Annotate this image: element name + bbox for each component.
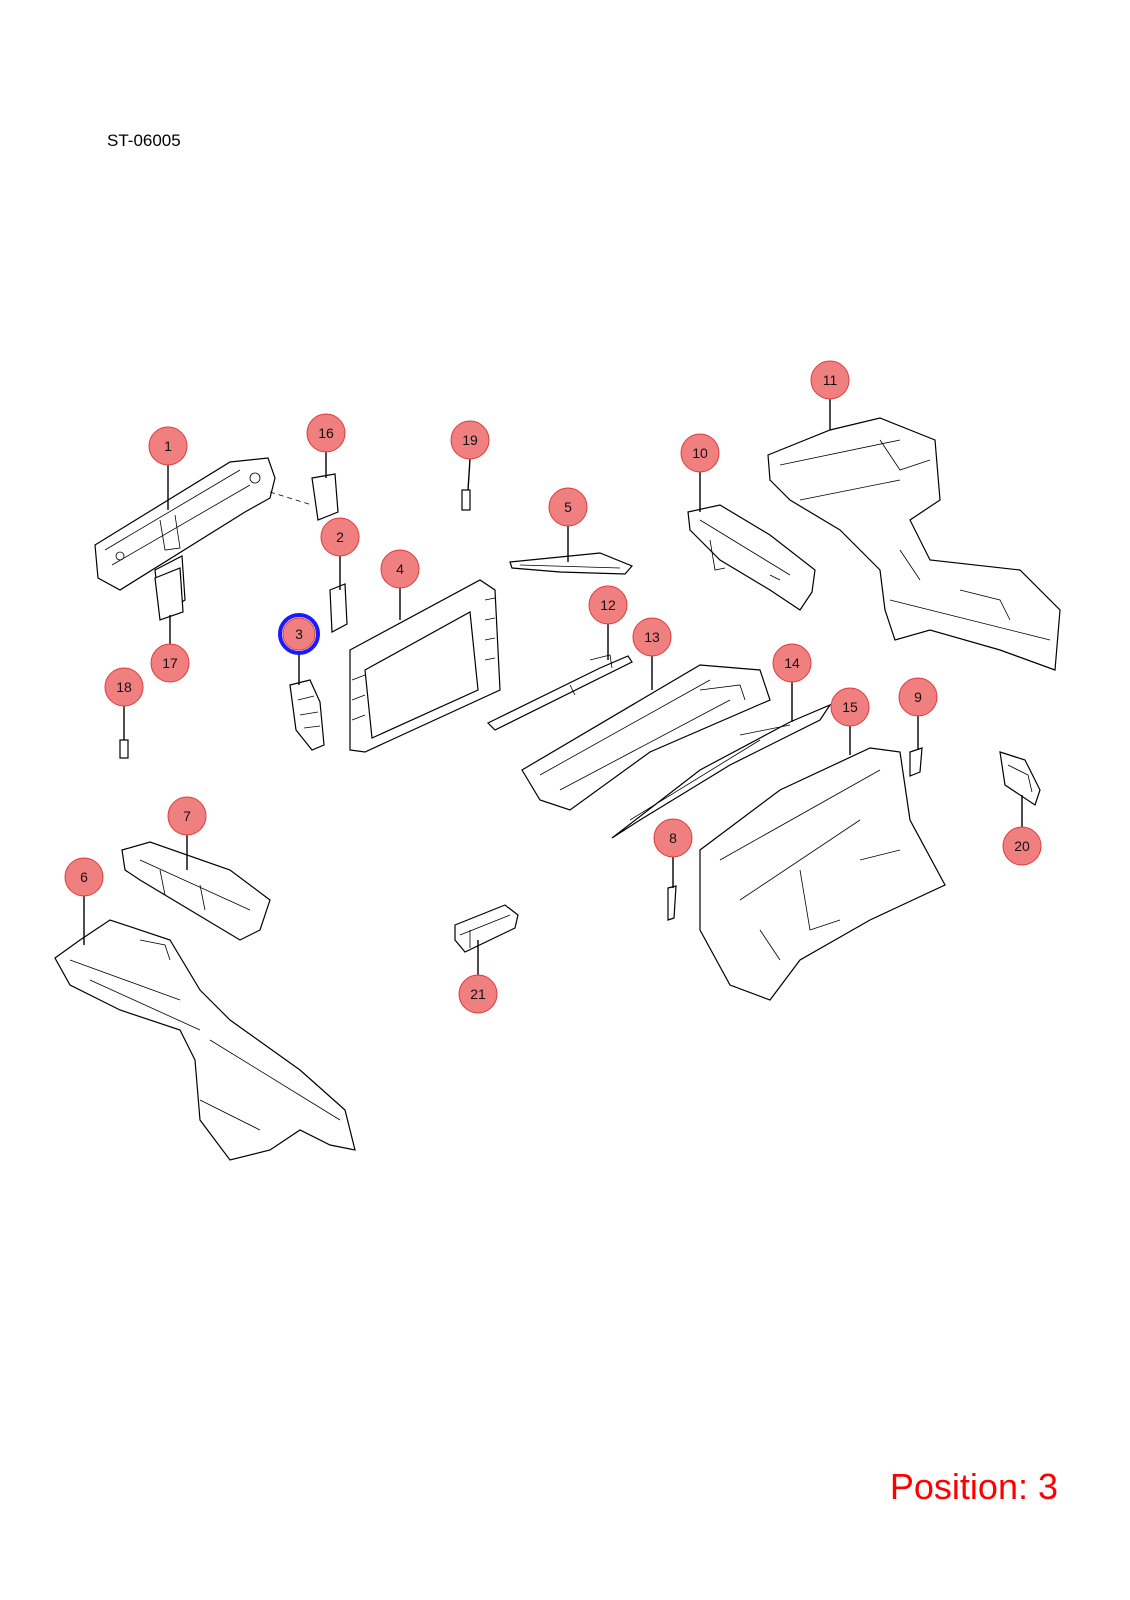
svg-text:19: 19 bbox=[462, 432, 478, 448]
part-8-clip[interactable] bbox=[667, 885, 677, 921]
part-3-side-support[interactable] bbox=[289, 679, 325, 751]
svg-text:21: 21 bbox=[470, 986, 486, 1002]
callout-21[interactable]: 21 bbox=[458, 940, 498, 1014]
callout-13[interactable]: 13 bbox=[632, 617, 672, 690]
part-15-dash-panel[interactable] bbox=[699, 747, 946, 1001]
callout-3[interactable]: 3 bbox=[278, 613, 320, 685]
svg-text:16: 16 bbox=[318, 425, 334, 441]
part-14-cowl-top[interactable] bbox=[611, 703, 832, 839]
callout-12[interactable]: 12 bbox=[588, 585, 628, 660]
svg-text:10: 10 bbox=[692, 445, 708, 461]
callout-20[interactable]: 20 bbox=[1002, 795, 1042, 866]
part-7-inner-rail[interactable] bbox=[121, 841, 271, 941]
callout-6[interactable]: 6 bbox=[64, 857, 104, 945]
svg-text:6: 6 bbox=[80, 869, 88, 885]
callout-8[interactable]: 8 bbox=[653, 818, 693, 888]
svg-text:18: 18 bbox=[116, 679, 132, 695]
part-13-cowl-panel[interactable] bbox=[521, 664, 771, 811]
part-2-bracket[interactable] bbox=[329, 583, 348, 633]
part-11-side-member-assembly[interactable] bbox=[767, 417, 1061, 671]
part-20-bracket[interactable] bbox=[999, 751, 1041, 806]
svg-text:14: 14 bbox=[784, 655, 800, 671]
callout-9[interactable]: 9 bbox=[898, 677, 938, 750]
svg-text:4: 4 bbox=[396, 561, 404, 577]
callout-5[interactable]: 5 bbox=[548, 487, 588, 562]
svg-text:9: 9 bbox=[914, 689, 922, 705]
svg-text:1: 1 bbox=[164, 438, 172, 454]
callout-2[interactable]: 2 bbox=[320, 517, 360, 590]
part-1-front-crossmember[interactable] bbox=[94, 457, 276, 616]
part-10-front-rail[interactable] bbox=[687, 504, 816, 611]
callout-17[interactable]: 17 bbox=[150, 615, 190, 683]
part-17-bracket[interactable] bbox=[154, 567, 184, 621]
callout-19[interactable]: 19 bbox=[450, 420, 490, 491]
callout-14[interactable]: 14 bbox=[772, 643, 812, 722]
callout-4[interactable]: 4 bbox=[380, 549, 420, 620]
callout-18[interactable]: 18 bbox=[104, 667, 144, 740]
svg-text:11: 11 bbox=[823, 372, 838, 388]
svg-text:7: 7 bbox=[183, 808, 191, 824]
callout-10[interactable]: 10 bbox=[680, 433, 720, 512]
part-12-reinforcement-bar[interactable] bbox=[486, 654, 633, 731]
part-16-bracket[interactable] bbox=[269, 473, 339, 521]
svg-text:17: 17 bbox=[162, 655, 178, 671]
part-21-channel-bracket[interactable] bbox=[454, 904, 519, 953]
svg-text:13: 13 bbox=[644, 629, 660, 645]
callout-1[interactable]: 1 bbox=[148, 426, 188, 510]
callout-7[interactable]: 7 bbox=[167, 796, 207, 870]
svg-text:5: 5 bbox=[564, 499, 572, 515]
part-4-radiator-support[interactable] bbox=[349, 579, 501, 753]
position-label: Position: 3 bbox=[889, 1466, 1058, 1507]
selection-ring bbox=[278, 613, 320, 655]
callout-15[interactable]: 15 bbox=[830, 687, 870, 755]
svg-text:8: 8 bbox=[669, 830, 677, 846]
svg-text:20: 20 bbox=[1014, 838, 1030, 854]
document-code: ST-06005 bbox=[107, 131, 181, 150]
svg-text:12: 12 bbox=[600, 597, 616, 613]
part-18-clip[interactable] bbox=[119, 739, 129, 759]
part-5-upper-rail[interactable] bbox=[509, 552, 634, 575]
callout-11[interactable]: 11 bbox=[810, 360, 850, 430]
svg-text:2: 2 bbox=[336, 529, 344, 545]
part-6-side-member-assembly[interactable] bbox=[54, 919, 356, 1161]
svg-text:3: 3 bbox=[295, 626, 303, 642]
part-19-clip[interactable] bbox=[461, 489, 471, 511]
callout-16[interactable]: 16 bbox=[306, 413, 346, 478]
part-9-clip[interactable] bbox=[909, 747, 923, 777]
svg-text:15: 15 bbox=[842, 699, 858, 715]
